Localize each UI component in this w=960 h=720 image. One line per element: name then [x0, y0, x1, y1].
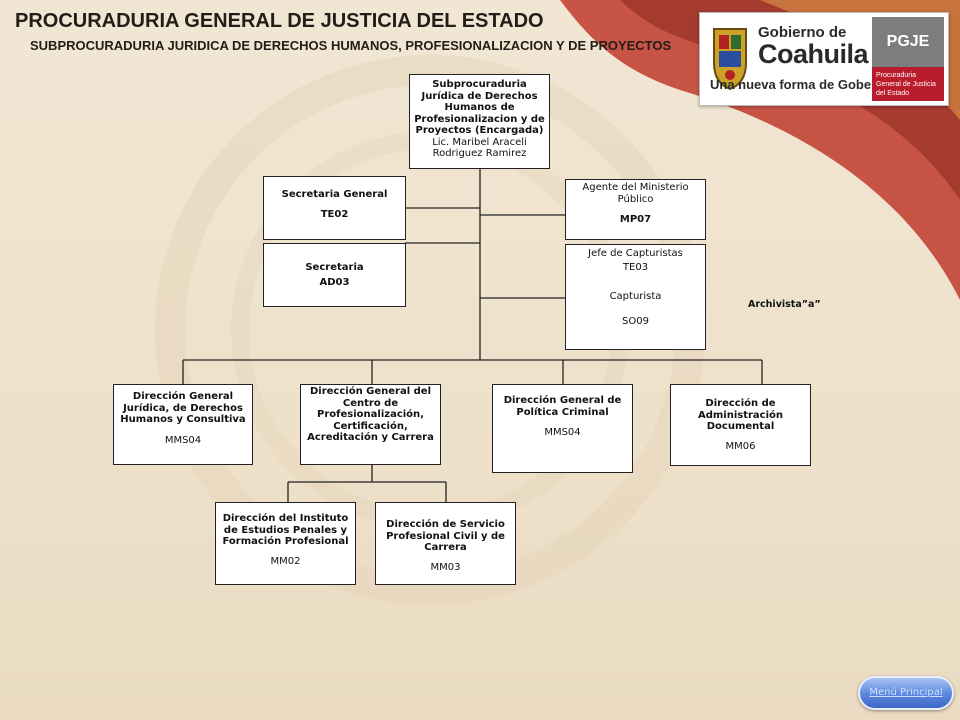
org-box-title: Dirección General Jurídica, de Derechos … [120, 391, 246, 425]
pgje-badge: PGJE Procuraduria General de Justicia de… [872, 17, 944, 101]
archivista-label: Archivista”a” [748, 299, 821, 310]
government-logo: Gobierno de Coahuila Una nueva forma de … [699, 12, 949, 106]
logo-line1: Gobierno de [758, 24, 847, 41]
org-box-dg-juridica: Dirección General Jurídica, de Derechos … [113, 384, 253, 465]
org-box-title: Jefe de Capturistas [588, 248, 683, 259]
org-box-title: Secretaria General [281, 189, 388, 200]
org-box-secretaria-general: Secretaria General TE02 [263, 176, 406, 240]
org-box-title: Dirección General de Política Criminal [503, 395, 622, 418]
org-box-code: AD03 [319, 276, 350, 288]
org-box-agente-ministerio: Agente del Ministerio Público MP07 [565, 179, 706, 240]
org-box-code: MM02 [270, 555, 301, 567]
org-box-dg-politica: Dirección General de Política Criminal M… [492, 384, 633, 473]
logo-line2: Coahuila [758, 39, 869, 69]
logo-motto: Una nueva forma de Gobernar [710, 77, 897, 92]
org-box-title: Secretaria [305, 262, 364, 273]
org-box-title: Dirección de Servicio Profesional Civil … [386, 519, 505, 553]
page-subtitle: SUBPROCURADURIA JURIDICA DE DERECHOS HUM… [30, 38, 672, 53]
org-box-code: MM06 [725, 440, 756, 452]
coat-of-arms-icon [713, 28, 747, 91]
org-box-d-admin: Dirección de Administración Documental M… [670, 384, 811, 466]
org-box-dg-centro: Dirección General del Centro de Profesio… [300, 384, 441, 465]
org-box-subcode: SO09 [622, 315, 649, 327]
org-box-subprocuraduria: Subprocuraduria Jurídica de Derechos Hum… [409, 74, 550, 169]
menu-principal-label[interactable]: Menú Principal [869, 687, 943, 698]
org-box-d-instituto: Dirección del Instituto de Estudios Pena… [215, 502, 356, 585]
org-box-secretaria: Secretaria AD03 [263, 243, 406, 307]
org-box-jefe-capturistas: Jefe de Capturistas TE03 Capturista SO09 [565, 244, 706, 350]
org-box-code: TE02 [320, 208, 349, 220]
org-box-code: MMS04 [544, 427, 581, 438]
org-box-subtitle: Capturista [609, 290, 662, 302]
org-box-code: TE03 [622, 261, 649, 273]
org-box-title: Dirección de Administración Documental [697, 398, 784, 432]
pgje-label: PGJE [872, 17, 944, 67]
pgje-caption: Procuraduria General de Justicia del Est… [872, 67, 944, 101]
org-box-title: Dirección General del Centro de Profesio… [307, 386, 434, 443]
org-box-code: MM03 [430, 561, 461, 573]
org-box-person: Lic. Maribel Araceli Rodriguez Ramirez [432, 136, 527, 160]
page-title: PROCURADURIA GENERAL DE JUSTICIA DEL EST… [15, 10, 544, 32]
org-box-code: MP07 [619, 214, 652, 225]
menu-principal-button[interactable]: Menú Principal [858, 676, 954, 710]
org-box-title: Agente del Ministerio Público [582, 182, 689, 205]
org-box-code: MMS04 [164, 434, 202, 446]
org-box-d-servicio: Dirección de Servicio Profesional Civil … [375, 502, 516, 585]
org-box-title: Subprocuraduria Jurídica de Derechos Hum… [414, 79, 545, 136]
org-box-title: Dirección del Instituto de Estudios Pena… [222, 513, 349, 547]
